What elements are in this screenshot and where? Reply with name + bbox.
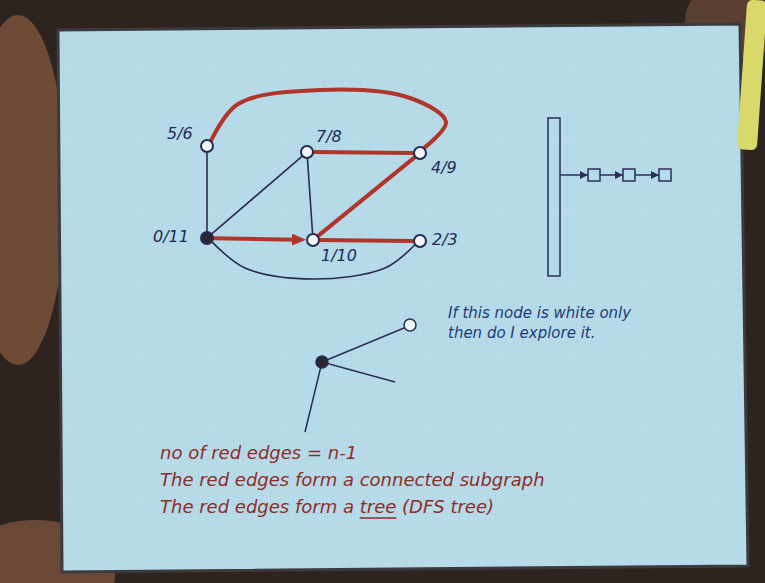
vertex-label-box: 0/11 xyxy=(153,227,189,246)
handwritten-note: The red edges form a tree (DFS tree) xyxy=(160,495,700,519)
current-vertex xyxy=(316,356,328,368)
graph-edge xyxy=(307,159,312,233)
vertex-label: 1/10 xyxy=(321,246,357,265)
note-box: no of red edges = n-1 xyxy=(160,441,700,465)
tree-edge xyxy=(314,150,413,155)
list-cell xyxy=(588,169,600,181)
vertex-label: 2/3 xyxy=(432,230,458,249)
tree-edge xyxy=(214,238,298,240)
note-box: The red edges form a connected subgraph xyxy=(160,468,700,492)
vertex-label: 4/9 xyxy=(431,158,457,177)
vertex-label-box: 4/9 xyxy=(431,158,457,177)
vertex-label-box: 1/10 xyxy=(321,246,357,265)
list-cell xyxy=(659,169,671,181)
handwritten-note: no of red edges = n-1 xyxy=(160,441,700,465)
left-hand xyxy=(0,15,66,365)
paper-edge xyxy=(58,24,748,572)
paper-grid xyxy=(58,24,748,572)
graph-edge xyxy=(212,157,301,234)
tree-edge xyxy=(320,238,413,243)
vertex-label-box: 5/6 xyxy=(167,124,193,143)
list-pointer xyxy=(635,174,659,176)
list-pointer xyxy=(600,174,623,176)
sketch-edge xyxy=(322,328,404,362)
sketch-edge xyxy=(305,362,322,432)
word-underline xyxy=(360,517,397,519)
graph-vertex: 4/9 xyxy=(413,146,427,160)
graph-vertex: 2/3 xyxy=(413,234,427,248)
vertex-label-box: 2/3 xyxy=(432,230,458,249)
list-cell xyxy=(623,169,635,181)
vertex-label: 5/6 xyxy=(167,124,193,143)
handwritten-note: The red edges form a connected subgraph xyxy=(160,468,700,492)
stack-array xyxy=(548,118,560,276)
list-pointer xyxy=(560,174,588,176)
vertex-label: 0/11 xyxy=(153,227,189,246)
paper-sheet xyxy=(58,24,748,572)
note-box: If this node is white only then do I exp… xyxy=(448,303,653,344)
graph-edge xyxy=(206,153,208,231)
note-box: The red edges form a tree (DFS tree) xyxy=(160,495,700,519)
tree-edge xyxy=(211,90,446,148)
handwritten-note: If this node is white only then do I exp… xyxy=(448,303,653,344)
vertex-label: 7/8 xyxy=(316,127,342,146)
chalk-stick xyxy=(737,0,765,151)
graph-vertex: 1/10 xyxy=(306,233,320,247)
sketch-edge xyxy=(322,362,395,382)
graph-vertex: 0/11 xyxy=(200,231,214,245)
vertex-label-box: 7/8 xyxy=(316,127,342,146)
graph-vertex: 7/8 xyxy=(300,145,314,159)
graph-edge xyxy=(212,242,414,279)
tree-edge xyxy=(318,157,414,235)
white-vertex xyxy=(404,319,416,331)
graph-vertex: 5/6 xyxy=(200,139,214,153)
